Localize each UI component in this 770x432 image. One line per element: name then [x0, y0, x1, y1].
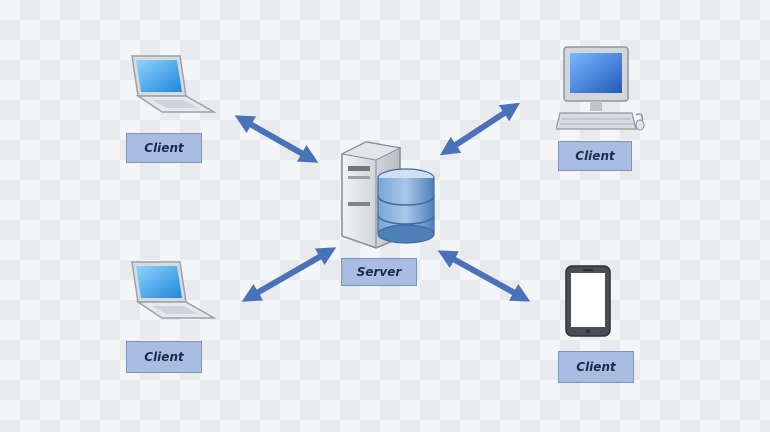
arrow-server-client-top-right	[439, 102, 521, 156]
client-label: Client	[558, 141, 632, 171]
client-node-bottom-right	[564, 264, 612, 338]
arrow-server-client-top-left	[234, 115, 319, 163]
laptop-icon	[131, 55, 217, 113]
server-database-icon	[340, 141, 435, 249]
client-node-bottom-left	[122, 258, 218, 328]
arrow-server-client-bottom-left	[241, 247, 337, 302]
client-label: Client	[558, 351, 634, 383]
client-label: Client	[126, 341, 202, 373]
server-label: Server	[341, 258, 417, 286]
client-node-top-left	[122, 52, 218, 122]
tablet-icon	[565, 265, 611, 337]
client-node-top-right	[556, 45, 646, 135]
arrow-server-client-bottom-right	[437, 250, 531, 302]
client-label: Client	[126, 133, 202, 163]
laptop-icon	[131, 261, 217, 319]
server-node	[336, 140, 440, 252]
desktop-computer-icon	[556, 46, 645, 131]
